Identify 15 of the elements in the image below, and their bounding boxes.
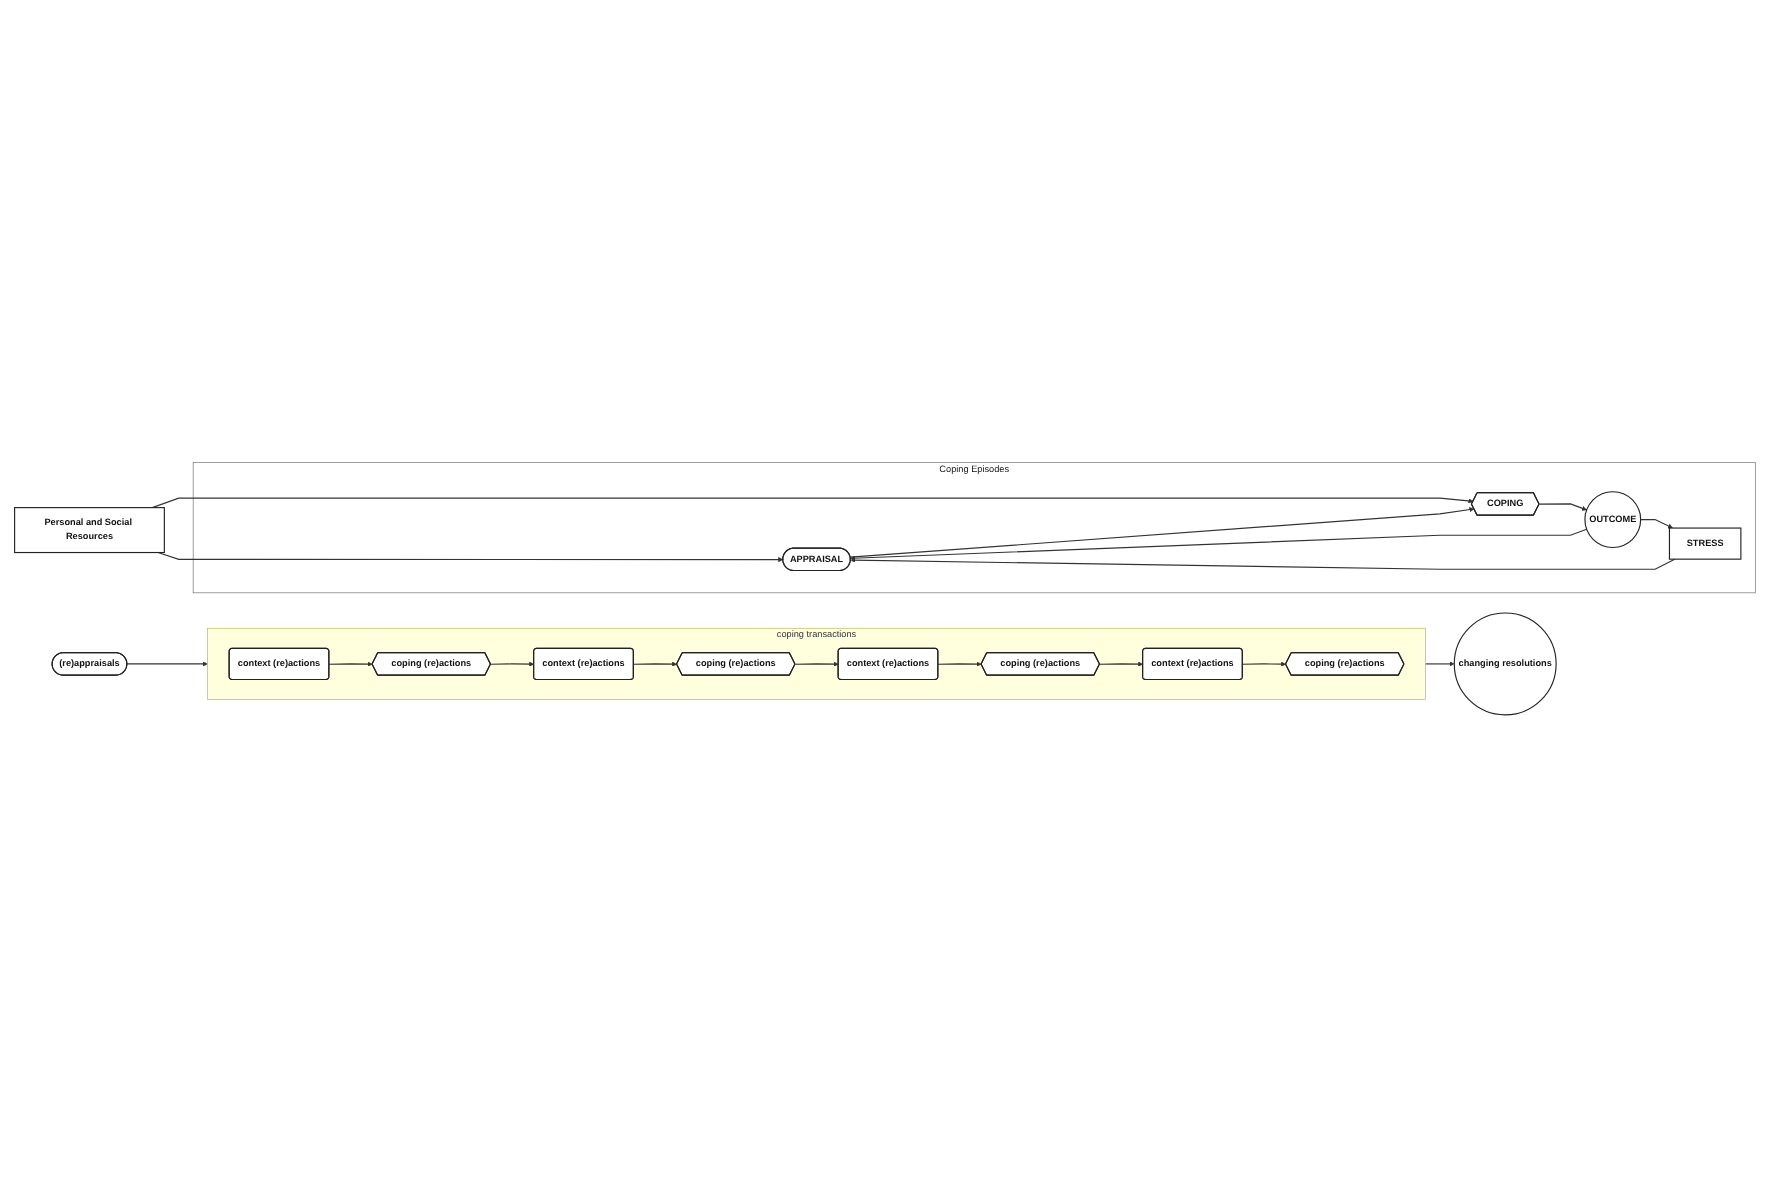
- arrow: [850, 556, 1676, 570]
- arrow: [1099, 660, 1144, 666]
- arrow: [328, 660, 373, 666]
- arrow: [1425, 660, 1455, 666]
- arrow: [937, 660, 982, 666]
- arrow: [157, 551, 784, 562]
- arrow: [633, 660, 678, 666]
- arrow: [126, 660, 208, 666]
- arrow: [1640, 518, 1673, 528]
- arrow: [850, 528, 1588, 560]
- arrow: [1538, 502, 1587, 510]
- arrow: [849, 506, 1475, 557]
- arrow: [1242, 660, 1287, 666]
- arrow: [490, 660, 535, 666]
- arrow: [794, 660, 839, 666]
